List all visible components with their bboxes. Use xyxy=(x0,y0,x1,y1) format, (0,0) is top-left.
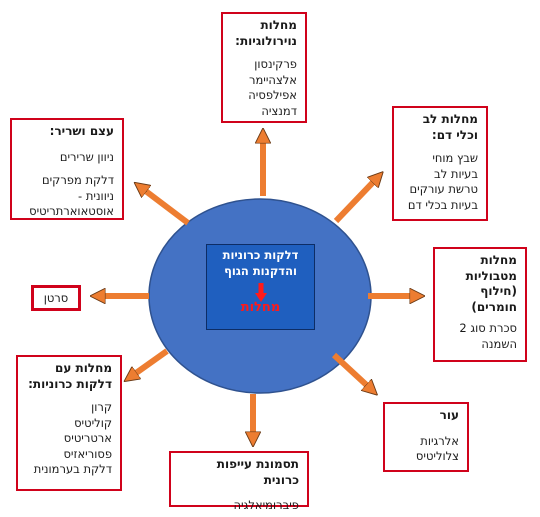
arrow-up-left xyxy=(139,186,190,226)
box-cancer-title: סרטן xyxy=(43,291,69,305)
arrow-up-right xyxy=(333,176,379,224)
center-result: מחלות xyxy=(240,300,281,316)
box-metabolic-title-2: מטבוליות xyxy=(465,268,517,283)
arrow-down-right xyxy=(331,352,373,391)
list-item: דלקת מפרקים xyxy=(41,173,114,188)
list-item: פיברומיאלגיה xyxy=(233,498,299,513)
list-item: סכרת סוג 2 xyxy=(459,321,517,336)
box-metabolic-title-4: חומרים) xyxy=(471,299,517,314)
box-cancer: סרטן xyxy=(31,285,81,311)
list-item: פרקינסון xyxy=(254,57,297,72)
box-chronic-inflammation-title-1: מחלות עם xyxy=(54,361,112,375)
arrow-down-left xyxy=(129,348,169,378)
box-skin: עור אלרגיות צלוליטיס xyxy=(383,402,469,472)
list-item: קרון xyxy=(91,400,112,415)
box-metabolic-title-3: (חילוף xyxy=(480,284,517,299)
list-item: אפילפסיה xyxy=(248,88,297,103)
box-chronic-fatigue-title: תסמונת עייפות כרונית xyxy=(216,457,299,487)
list-item: פסוריאזיס xyxy=(63,446,112,461)
box-cardiovascular: מחלות לב וכלי דם: שבץ מוחי בעיות לב טרשת… xyxy=(392,106,488,221)
box-skin-title: עור xyxy=(439,408,459,422)
box-chronic-inflammation: מחלות עם דלקות כרוניות: קרון קוליטיס ארט… xyxy=(16,355,122,491)
list-item: ניוונית - xyxy=(78,188,114,203)
down-arrow-icon xyxy=(255,283,267,302)
list-item: ניוון שרירים xyxy=(59,149,114,164)
box-chronic-fatigue: תסמונת עייפות כרונית פיברומיאלגיה xyxy=(169,451,309,512)
center-line-2: והדקנות הגוף xyxy=(224,263,297,278)
list-item: אלרגיות xyxy=(420,433,459,448)
list-item: דמנציה xyxy=(261,103,297,118)
box-metabolic: מחלות מטבוליות (חילוף חומרים) סכרת סוג 2… xyxy=(433,247,527,362)
list-item: בעיות לב xyxy=(434,166,478,181)
box-neurological-title-2: נוירולוגיות: xyxy=(235,33,297,48)
list-item: צלוליטיס xyxy=(415,449,459,464)
box-neurological: מחלות נוירולוגיות: פרקינסון אלצהיימר אפי… xyxy=(221,12,307,123)
list-item: דלקת בערמונית xyxy=(33,462,112,477)
list-item: בעיות בכלי דם xyxy=(407,197,478,212)
box-chronic-inflammation-title-2: דלקות כרוניות: xyxy=(28,376,112,391)
box-bones-muscles: עצם ושריר: ניוון שרירים דלקת מפרקים ניוו… xyxy=(10,118,124,220)
box-metabolic-title-1: מחלות xyxy=(480,253,517,267)
list-item: אלצהיימר xyxy=(248,72,297,87)
list-item: שבץ מוחי xyxy=(432,151,478,166)
list-item: טרשת עורקים xyxy=(409,182,479,197)
list-item: אוסטאוארתריטיס xyxy=(29,204,114,219)
box-cardiovascular-title-1: מחלות לב xyxy=(422,112,478,126)
box-cardiovascular-title-2: וכלי דם: xyxy=(431,127,478,142)
box-neurological-title-1: מחלות xyxy=(260,18,297,32)
box-bones-muscles-title: עצם ושריר: xyxy=(49,124,114,138)
list-item: ארטריטיס xyxy=(63,431,112,446)
list-item: השמנה xyxy=(481,336,517,351)
center-line-1: דלקות כרוניות xyxy=(222,248,299,262)
list-item: קוליטיס xyxy=(74,415,112,430)
